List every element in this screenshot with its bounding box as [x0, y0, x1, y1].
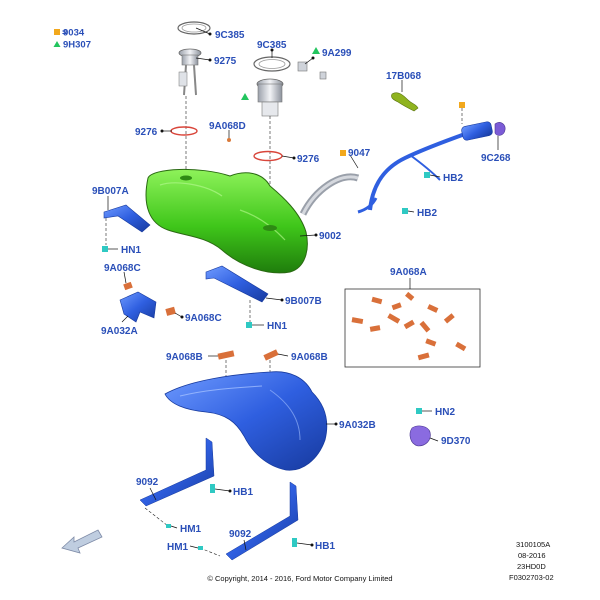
pad-9a068b-b[interactable]	[263, 349, 279, 361]
callout-9b007b[interactable]: 9B007B	[285, 296, 322, 307]
nut-hm1-b[interactable]	[198, 546, 203, 550]
legend-square-icon	[54, 29, 60, 35]
bracket-9b007a[interactable]	[103, 204, 151, 233]
callout-9a068d[interactable]: 9A068D	[209, 121, 246, 132]
callout-9c268[interactable]: 9C268	[481, 153, 511, 164]
direction-arrow-icon	[61, 529, 103, 554]
callout-hn1-a[interactable]: HN1	[121, 245, 141, 256]
fuel-pump-module-left[interactable]	[177, 21, 211, 96]
ref-code-2: 08-2016	[518, 551, 546, 560]
copyright-text: © Copyright, 2014 - 2016, Ford Motor Com…	[207, 574, 392, 583]
pipe-square-icon	[340, 150, 346, 156]
callout-hn1-b[interactable]: HN1	[267, 321, 287, 332]
leader-dots	[160, 32, 338, 547]
bracket-9b007b[interactable]	[205, 265, 269, 303]
callout-9c385-a[interactable]: 9C385	[215, 30, 245, 41]
callout-labels: 9C385 9275 9C385 9A299 17B068 9276 9A068…	[92, 30, 511, 553]
callout-9a068c-a[interactable]: 9A068C	[104, 263, 141, 274]
assembly-triangle-icon-2	[312, 47, 320, 54]
callout-9092-a[interactable]: 9092	[136, 477, 159, 488]
vent-hose-17b068[interactable]	[391, 92, 419, 112]
callout-hb2-b[interactable]: HB2	[417, 208, 437, 219]
clip-hb2-b[interactable]	[402, 208, 408, 214]
heat-shield-9a032b[interactable]	[164, 371, 328, 471]
callout-hb1-b[interactable]: HB1	[315, 541, 335, 552]
fuel-pump-module-center[interactable]	[253, 56, 327, 117]
leader-lines	[107, 27, 499, 551]
clip-hb2-a[interactable]	[424, 172, 430, 178]
pad-9a068c-a[interactable]	[123, 281, 133, 291]
callout-hm1-b[interactable]: HM1	[167, 542, 189, 553]
callout-9a299[interactable]: 9A299	[322, 48, 352, 59]
pad-9a068c-b[interactable]	[165, 306, 176, 316]
legend-eq-1: =	[62, 28, 68, 39]
callout-9a068b-b[interactable]: 9A068B	[291, 352, 328, 363]
callout-9276-a[interactable]: 9276	[135, 127, 158, 138]
legend-label-9034: 9034	[63, 28, 85, 39]
clip-hn1-a[interactable]	[102, 246, 108, 252]
callout-9d370[interactable]: 9D370	[441, 436, 471, 447]
ref-code-1: 3100105A	[516, 540, 550, 549]
callout-9a068c-b[interactable]: 9A068C	[185, 313, 222, 324]
filler-square-icon	[459, 102, 465, 108]
bolt-hb1-b[interactable]	[292, 538, 297, 547]
callout-9276-b[interactable]: 9276	[297, 154, 320, 165]
assembly-triangle-icon	[241, 93, 249, 100]
filler-pipe-9047[interactable]	[299, 121, 493, 216]
strap-9092-b[interactable]	[225, 481, 299, 561]
strap-9092-a[interactable]	[139, 437, 215, 507]
filler-cap-9c268[interactable]	[494, 122, 506, 136]
detail-box-9a068a	[344, 288, 481, 368]
callout-9275[interactable]: 9275	[214, 56, 237, 67]
callout-9a068a[interactable]: 9A068A	[390, 267, 427, 278]
callout-hb1-a[interactable]: HB1	[233, 487, 253, 498]
callout-hm1-a[interactable]: HM1	[180, 524, 202, 535]
bolt-hb1-a[interactable]	[210, 484, 215, 493]
callout-hn2[interactable]: HN2	[435, 407, 455, 418]
bracket-9a032a[interactable]	[119, 291, 157, 323]
ref-code-3: 23HD0D	[517, 562, 546, 571]
callout-9c385-b[interactable]: 9C385	[257, 40, 287, 51]
clip-hn2[interactable]	[416, 408, 422, 414]
callout-hb2-a[interactable]: HB2	[443, 173, 463, 184]
nut-hm1-a[interactable]	[166, 524, 171, 528]
ref-code-4: F0302703-02	[509, 573, 554, 582]
callout-9002[interactable]: 9002	[319, 231, 342, 242]
seal-ring-center[interactable]	[253, 150, 283, 162]
callout-17b068[interactable]: 17B068	[386, 71, 421, 82]
callout-9092-b[interactable]: 9092	[229, 529, 252, 540]
callout-9b007a[interactable]: 9B007A	[92, 186, 129, 197]
callout-9047[interactable]: 9047	[348, 148, 371, 159]
legend-label-9h307: 9H307	[63, 40, 91, 51]
clip-hn1-b[interactable]	[246, 322, 252, 328]
legend-triangle-icon	[53, 41, 61, 47]
legend: 9034 9H307 =	[53, 28, 91, 51]
bracket-9d370[interactable]	[409, 425, 431, 447]
seal-ring-left[interactable]	[170, 126, 198, 136]
callout-9a032b[interactable]: 9A032B	[339, 420, 376, 431]
callout-9a068b-a[interactable]: 9A068B	[166, 352, 203, 363]
fuel-tank-9002[interactable]	[145, 169, 308, 274]
pad-9a068b-a[interactable]	[217, 350, 235, 360]
callout-9a032a[interactable]: 9A032A	[101, 326, 138, 337]
valve-9a068d[interactable]	[227, 138, 231, 142]
